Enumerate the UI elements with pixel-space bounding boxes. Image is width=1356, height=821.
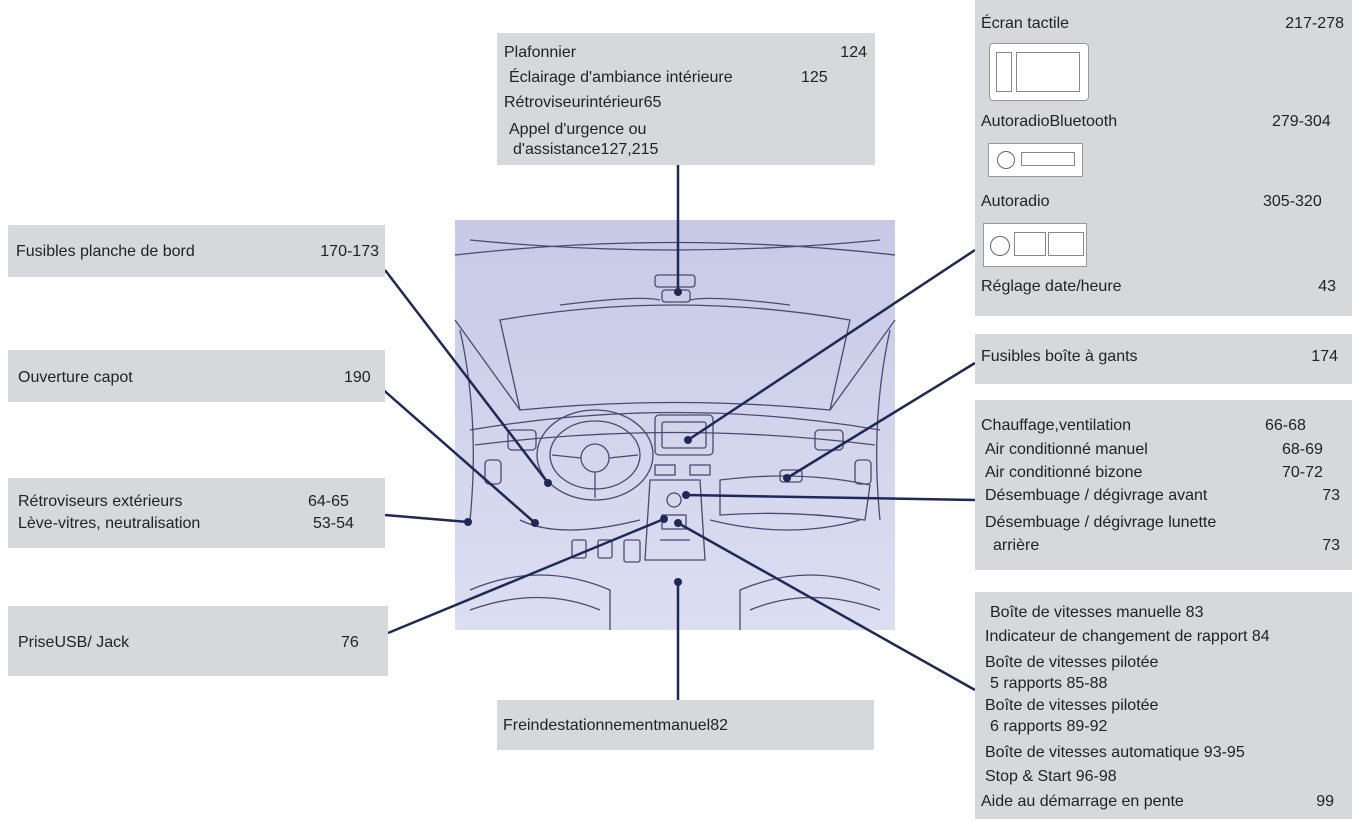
boite-5-rapports: 5 rapports 85-88 <box>990 675 1108 692</box>
reglage-date-page: 43 <box>1318 278 1336 295</box>
retroviseurs-page: 64-65 <box>308 493 349 510</box>
ecran-tactile-label: Écran tactile <box>981 15 1070 32</box>
autoradio-bluetooth-label: AutoradioBluetooth <box>981 113 1118 130</box>
desembuage-lunette-label: Désembuage / dégivrage lunette <box>985 514 1217 531</box>
reglage-date-label: Réglage date/heure <box>981 278 1122 295</box>
plafonnier-label: Plafonnier <box>504 44 577 61</box>
boite-pilotee-5-label: Boîte de vitesses pilotée <box>985 654 1159 671</box>
clim-bizone-page: 70-72 <box>1282 464 1323 481</box>
retroviseurs-box: Rétroviseurs extérieurs 64-65 Lève-vitre… <box>8 478 385 548</box>
desembuage-arriere-label: arrière <box>993 537 1040 554</box>
leve-vitres-page: 53-54 <box>313 515 354 532</box>
line-fusibles-planche <box>384 269 549 484</box>
line-gants <box>786 361 976 480</box>
chauffage-box: Chauffage,ventilation 66-68 Air conditio… <box>975 400 1352 570</box>
desembuage-avant-label: Désembuage / dégivrage avant <box>985 487 1208 504</box>
aide-demarrage-page: 99 <box>1316 793 1334 810</box>
eclairage-page: 125 <box>801 69 828 86</box>
fusibles-gants-box: Fusibles boîte à gants 174 <box>975 334 1352 384</box>
boite-manuelle-label: Boîte de vitesses manuelle 83 <box>990 604 1204 621</box>
stop-start-label: Stop & Start 96-98 <box>985 768 1117 785</box>
line-usb <box>387 517 665 635</box>
clim-bizone-label: Air conditionné bizone <box>985 464 1143 481</box>
indicateur-rapport-label: Indicateur de changement de rapport 84 <box>985 628 1270 645</box>
desembuage-arriere-page: 73 <box>1322 537 1340 554</box>
boite-automatique-label: Boîte de vitesses automatique 93-95 <box>985 744 1245 761</box>
prise-usb-box: PriseUSB/ Jack 76 <box>8 606 388 676</box>
autoradio-bluetooth-page: 279-304 <box>1272 113 1331 130</box>
autoradio-page: 305-320 <box>1263 193 1322 210</box>
touchscreen-device-icon <box>989 43 1089 101</box>
frein-box: Freindestationnementmanuel82 <box>497 700 874 750</box>
chauffage-page: 66-68 <box>1265 417 1306 434</box>
fusibles-planche-page: 170-173 <box>320 243 379 260</box>
plafonnier-box: Plafonnier 124 Éclairage d'ambiance inté… <box>497 33 875 165</box>
ecran-tactile-page: 217-278 <box>1285 15 1344 32</box>
prise-usb-label: PriseUSB/ Jack <box>18 634 130 651</box>
line-capot <box>379 386 536 524</box>
boite-6-rapports: 6 rapports 89-92 <box>990 718 1108 735</box>
clim-manuel-label: Air conditionné manuel <box>985 441 1148 458</box>
plafonnier-page: 124 <box>840 44 867 61</box>
prise-usb-page: 76 <box>341 634 359 651</box>
appel-assistance: d'assistance127,215 <box>513 141 659 158</box>
fusibles-planche-label: Fusibles planche de bord <box>16 243 195 260</box>
line-chauffage <box>685 493 976 502</box>
line-boite <box>677 521 976 692</box>
line-ecran <box>687 248 976 442</box>
leve-vitres-label: Lève-vitres, neutralisation <box>18 515 201 532</box>
autoradio-label: Autoradio <box>981 193 1050 210</box>
eclairage-label: Éclairage d'ambiance intérieure <box>509 69 733 86</box>
ouverture-capot-page: 190 <box>344 369 371 386</box>
multimedia-box: Écran tactile 217-278 AutoradioBluetooth… <box>975 0 1352 316</box>
boite-vitesses-box: Boîte de vitesses manuelle 83 Indicateur… <box>975 592 1352 819</box>
boite-pilotee-6-label: Boîte de vitesses pilotée <box>985 697 1159 714</box>
clim-manuel-page: 68-69 <box>1282 441 1323 458</box>
radio-icon <box>983 223 1087 267</box>
ouverture-capot-label: Ouverture capot <box>18 369 133 386</box>
chauffage-label: Chauffage,ventilation <box>981 417 1132 434</box>
line-retroviseurs <box>384 513 469 524</box>
ouverture-capot-box: Ouverture capot 190 <box>8 350 385 402</box>
aide-demarrage-label: Aide au démarrage en pente <box>981 793 1184 810</box>
retroviseurs-label: Rétroviseurs extérieurs <box>18 493 183 510</box>
retroviseur-interieur: Rétroviseurintérieur65 <box>504 94 662 111</box>
fusibles-gants-label: Fusibles boîte à gants <box>981 348 1138 365</box>
desembuage-avant-page: 73 <box>1322 487 1340 504</box>
bluetooth-radio-icon <box>988 143 1083 177</box>
fusibles-planche-box: Fusibles planche de bord 170-173 <box>8 225 385 277</box>
appel-urgence: Appel d'urgence ou <box>509 121 647 138</box>
fusibles-gants-page: 174 <box>1311 348 1338 365</box>
frein-label: Freindestationnementmanuel82 <box>503 717 729 734</box>
